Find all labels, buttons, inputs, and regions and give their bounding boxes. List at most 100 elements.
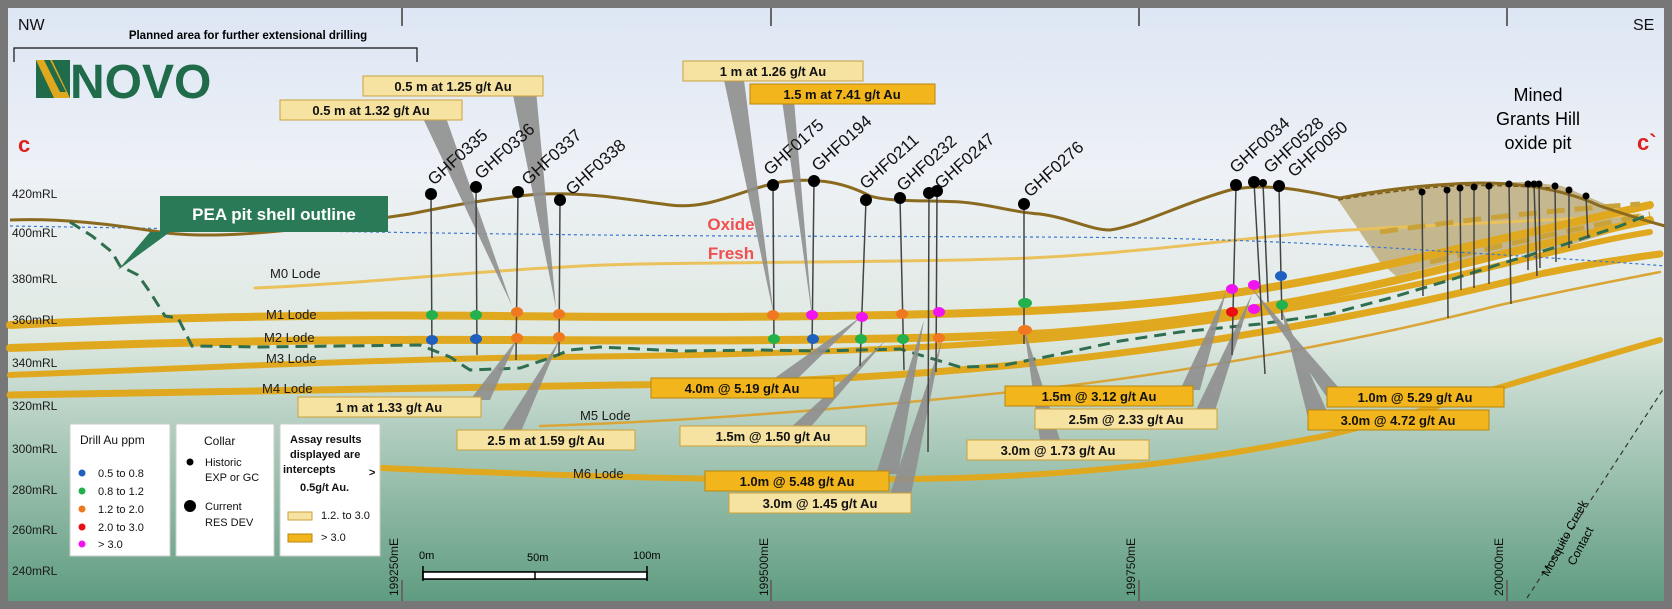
collar-historic — [1485, 182, 1493, 190]
intercept-text: 1 m at 1.26 g/t Au — [720, 64, 826, 79]
collar-current — [1230, 179, 1242, 191]
collar-current — [425, 188, 437, 200]
intercept-text: 0.5 m at 1.32 g/t Au — [312, 103, 429, 118]
assay-dot-1p2-2p0 — [511, 333, 523, 343]
intercept-box-high: 1.0m @ 5.48 g/t Au — [704, 470, 890, 492]
legend-assay-line: 0.5g/t Au. — [300, 482, 349, 494]
rl-label: 300mRL — [12, 442, 58, 456]
assay-dot-2p0-3p0 — [1226, 307, 1238, 317]
planned-area-label: Planned area for further extensional dri… — [129, 30, 367, 42]
intercept-box-low: 1.5m @ 1.50 g/t Au — [679, 425, 867, 447]
legend-swatch-low — [287, 511, 313, 521]
intercept-text: 0.5 m at 1.25 g/t Au — [394, 79, 511, 94]
intercept-text: 1.0m @ 5.29 g/t Au — [1358, 390, 1473, 405]
legend-collar-title: Collar — [204, 434, 235, 448]
collar-current — [767, 179, 779, 191]
assay-dot-1p2-2p0 — [511, 307, 523, 317]
intercept-text: 1.5m @ 1.50 g/t Au — [716, 429, 831, 444]
rl-labels: 420mRL 400mRL 380mRL 360mRL 340mRL 320mR… — [12, 187, 58, 578]
bottom-grid-ticks — [401, 580, 1508, 601]
intercept-text: 3.0m @ 1.73 g/t Au — [1001, 443, 1116, 458]
legend-collar-historic-1: Historic — [205, 457, 242, 469]
rl-label: 360mRL — [12, 313, 58, 327]
intercept-boxes: 0.5 m at 1.25 g/t Au 0.5 m at 1.32 g/t A… — [279, 60, 1505, 514]
legend-dot-magenta — [78, 540, 86, 548]
pea-pit-callout: PEA pit shell outline — [118, 196, 388, 270]
legend-assay-line: displayed are — [290, 449, 360, 461]
scale-label-100: 100m — [633, 550, 661, 562]
intercept-box-low: 2.5 m at 1.59 g/t Au — [456, 429, 636, 451]
legend-assay: Assay results displayed are intercepts >… — [279, 423, 381, 557]
legend-drill-item: 0.8 to 1.2 — [98, 486, 144, 498]
assay-dot-gt3 — [856, 312, 868, 322]
top-grid-ticks — [401, 8, 1508, 26]
assay-dot-gt3 — [1248, 280, 1260, 290]
assay-dots — [426, 271, 1288, 345]
collar-current — [860, 194, 872, 206]
assay-dot-0p8-1p2 — [1276, 300, 1288, 310]
rl-label: 420mRL — [12, 187, 58, 201]
direction-se: SE — [1633, 17, 1654, 34]
legend-assay-line: Assay results — [290, 434, 362, 446]
collar-historic — [1259, 179, 1267, 187]
lode-label: M6 Lode — [573, 466, 624, 481]
collar-historic — [1443, 186, 1451, 194]
easting-label: 200000mE — [1492, 538, 1506, 596]
collar-historic — [1470, 183, 1478, 191]
intercept-text: 3.0m @ 1.45 g/t Au — [763, 496, 878, 511]
collar-current — [554, 194, 566, 206]
intercept-text: 3.0m @ 4.72 g/t Au — [1341, 413, 1456, 428]
intercept-text: 1.5m @ 3.12 g/t Au — [1042, 389, 1157, 404]
m4-lode — [6, 250, 1664, 399]
mined-pit-label-2: Grants Hill — [1496, 109, 1580, 129]
section-marker-left: c — [18, 132, 30, 157]
assay-dot-1p2-2p0 — [553, 332, 565, 342]
assay-dot-1p2-2p0 — [767, 310, 779, 320]
assay-dot-0p5-0p8 — [807, 334, 819, 344]
intercept-text: 4.0m @ 5.19 g/t Au — [685, 381, 800, 396]
intercept-text: 2.5 m at 1.59 g/t Au — [487, 433, 604, 448]
easting-labels: 199250mE 199500mE 199750mE 200000mE — [387, 538, 1506, 596]
scale-label-50: 50m — [527, 552, 548, 564]
intercept-text: 1 m at 1.33 g/t Au — [336, 400, 442, 415]
lode-label: M5 Lode — [580, 408, 631, 423]
intercept-box-high: 3.0m @ 4.72 g/t Au — [1307, 409, 1490, 431]
intercept-pointers — [420, 80, 1346, 500]
scale-bar: 0m 50m 100m — [419, 550, 661, 581]
assay-dot-1p2-2p0 — [1018, 325, 1032, 335]
rl-label: 240mRL — [12, 564, 58, 578]
assay-dot-gt3 — [1248, 304, 1260, 314]
section-marker-right: c` — [1637, 130, 1657, 155]
assay-dot-gt3 — [806, 310, 818, 320]
assay-dot-0p8-1p2 — [897, 334, 909, 344]
intercept-box-low: 0.5 m at 1.32 g/t Au — [279, 99, 463, 121]
oxide-fresh-boundary — [9, 225, 1666, 267]
legend-drill-item: 2.0 to 3.0 — [98, 522, 144, 534]
intercept-box-low: 1 m at 1.33 g/t Au — [297, 396, 482, 418]
lode-label: M0 Lode — [270, 266, 321, 281]
legend-dot-green — [78, 487, 86, 495]
assay-dot-1p2-2p0 — [553, 309, 565, 319]
legend-drill-item: 1.2 to 2.0 — [98, 504, 144, 516]
legend-collar-historic-dot — [186, 458, 194, 466]
legend-collar-current-1: Current — [205, 501, 242, 513]
legend-collar-current-dot — [184, 500, 196, 512]
collar-historic — [1565, 186, 1573, 194]
m1-lode — [6, 201, 1654, 329]
legend-collar: Collar Historic EXP or GC Current RES DE… — [175, 423, 275, 557]
assay-dot-gt3 — [1226, 284, 1238, 294]
legend-dot-blue — [78, 469, 86, 477]
intercept-box-low: 1 m at 1.26 g/t Au — [682, 60, 864, 82]
oxide-label: Oxide — [707, 215, 754, 234]
collar-current — [470, 181, 482, 193]
intercept-box-high: 1.5m @ 3.12 g/t Au — [1004, 385, 1194, 407]
mined-pit-label-3: oxide pit — [1504, 133, 1571, 153]
mined-pit-crest — [1337, 184, 1561, 201]
collar-current — [808, 175, 820, 187]
legend-collar-historic-2: EXP or GC — [205, 472, 259, 484]
easting-label: 199500mE — [757, 538, 771, 596]
collar-historic — [1551, 182, 1559, 190]
easting-label: 199750mE — [1124, 538, 1138, 596]
